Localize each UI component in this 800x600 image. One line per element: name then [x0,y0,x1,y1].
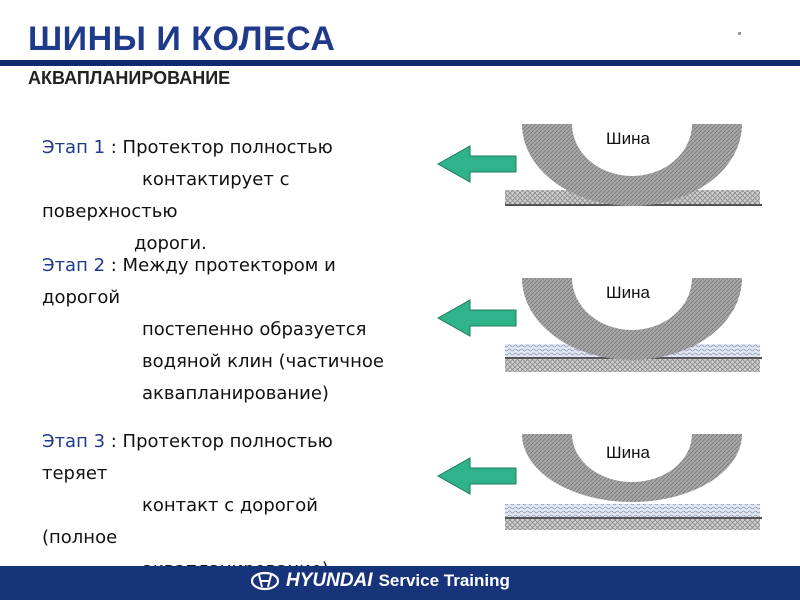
stage-3-text: Этап 3 : Протектор полностью теряет конт… [42,426,333,586]
footer-brand: HYUNDAI [286,570,373,591]
stage-3-line-1: : Протектор полностью [110,431,333,452]
footer-text: Service Training [378,571,510,590]
stage-1-tire-label: Шина [606,129,650,148]
hyundai-logo-icon [250,571,280,591]
stage-2-figure: Шина [436,278,762,372]
stage-1-text: Этап 1 : Протектор полностью контактируе… [42,132,333,260]
footer-bar [0,566,800,600]
stage-1-line-2: контактирует с [142,169,290,190]
decorative-dot [738,32,741,35]
road-surface [505,358,760,372]
stage-2-text: Этап 2 : Между протектором и дорогой пос… [42,250,384,410]
road-surface [505,518,760,530]
water-layer [505,504,760,518]
stage-2-line-4: водяной клин (частичное [142,351,384,372]
title-divider [0,60,800,66]
stage-2-line-2: дорогой [42,287,121,308]
stage-1-figure: Шина [436,124,762,206]
page-title: ШИНЫ И КОЛЕСА [28,20,336,58]
stage-2-line-1: : Между протектором и [110,255,336,276]
stage-3-line-4: (полное [42,527,118,548]
page-subtitle: АКВАПЛАНИРОВАНИЕ [28,68,231,88]
stage-2-line-5: аквапланирование) [142,383,329,404]
stage-3-line-2: теряет [42,463,108,484]
stage-2-line-3: постепенно образуется [142,319,367,340]
stage-3-figure: Шина [436,434,762,530]
tire-shape [522,124,742,206]
tire-shape [522,278,742,360]
direction-arrow-icon [436,145,517,183]
stage-2-label: Этап 2 [42,255,106,276]
stage-3-tire-label: Шина [606,443,650,462]
direction-arrow-icon [436,299,517,337]
tire-shape [522,434,742,502]
stage-1-line-4: дороги. [134,233,207,254]
stage-2-tire-label: Шина [606,283,650,302]
stage-1-label: Этап 1 [42,137,106,158]
direction-arrow-icon [436,457,517,495]
stage-3-line-3: контакт с дорогой [142,495,318,516]
stage-3-label: Этап 3 [42,431,106,452]
stage-1-line-3: поверхностью [42,201,178,222]
stage-1-line-1: : Протектор полностью [110,137,333,158]
footer-logo: HYUNDAI Service Training [250,570,510,592]
